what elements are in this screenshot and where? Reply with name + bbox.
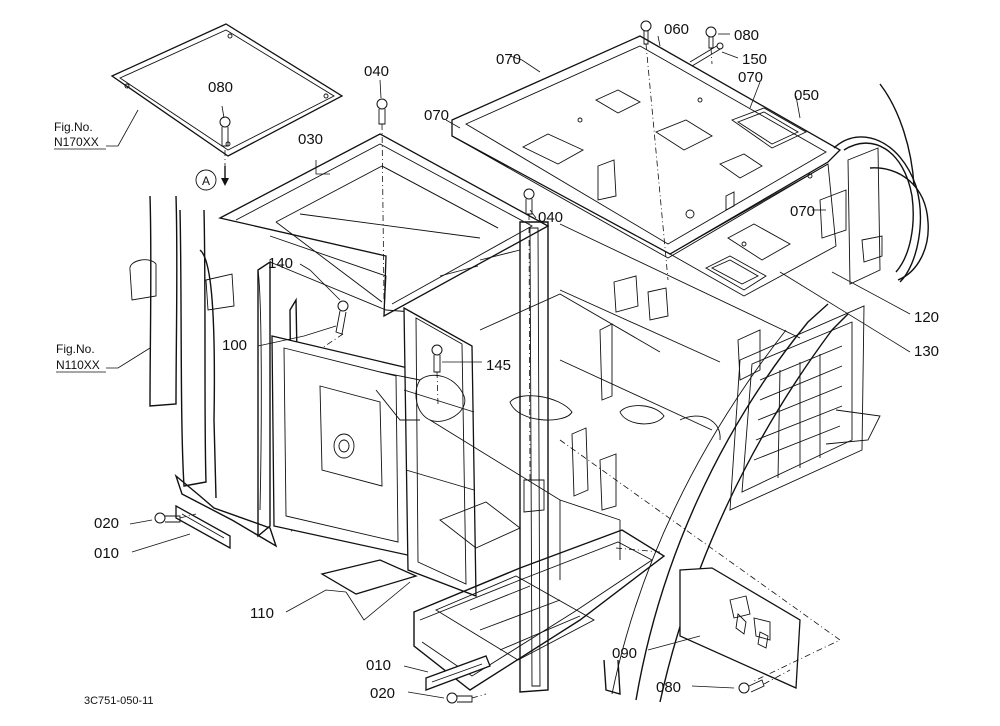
figure-ref-number: N110XX	[56, 358, 100, 372]
part-label-070: 070	[790, 203, 815, 220]
figure-reference-n170: Fig.No. N170XX	[54, 120, 106, 150]
part-label-120: 120	[914, 309, 939, 326]
cab-frame	[129, 83, 929, 703]
part-label-020: 020	[94, 515, 119, 532]
figure-ref-label: Fig.No.	[56, 342, 95, 356]
figure-ref-label: Fig.No.	[54, 120, 93, 134]
part-label-030: 030	[298, 131, 323, 148]
part-label-080: 080	[208, 79, 233, 96]
view-marker: A	[195, 166, 229, 191]
roof-plate	[451, 35, 842, 259]
part-label-150: 150	[742, 51, 767, 68]
bolt-080-roof	[705, 26, 717, 49]
side-cover-panel	[679, 567, 801, 689]
part-label-100: 100	[222, 337, 247, 354]
leader-lines	[106, 33, 911, 699]
part-label-070: 070	[496, 51, 521, 68]
part-label-010: 010	[94, 545, 119, 562]
part-label-010: 010	[366, 657, 391, 674]
part-label-050: 050	[794, 87, 819, 104]
part-label-080: 080	[734, 27, 759, 44]
seat-support-plate	[218, 133, 550, 318]
pin-150	[689, 42, 724, 67]
bolt-140	[335, 300, 349, 335]
bolt-020-left	[154, 512, 181, 524]
part-label-060: 060	[664, 21, 689, 38]
part-label-020: 020	[370, 685, 395, 702]
part-label-070: 070	[738, 69, 763, 86]
front-step-bracket-left	[175, 504, 231, 550]
part-label-090: 090	[612, 645, 637, 662]
bolt-080-top	[219, 116, 231, 147]
part-callouts: 040 060 080 070 150 080 070 050 030 070 …	[94, 21, 939, 702]
part-label-110: 110	[250, 605, 274, 622]
view-marker-letter: A	[202, 174, 210, 188]
cover-panel-n170	[110, 23, 344, 157]
figure-reference-n110: Fig.No. N110XX	[56, 342, 106, 373]
part-label-070: 070	[424, 107, 449, 124]
figure-ref-number: N170XX	[54, 135, 99, 149]
part-label-130: 130	[914, 343, 939, 360]
floor-mat	[320, 559, 418, 595]
bolt-020-bottom	[446, 692, 473, 704]
part-label-080: 080	[656, 679, 681, 696]
part-label-140: 140	[268, 255, 293, 272]
part-label-145: 145	[486, 357, 511, 374]
bolt-080-bottom	[738, 679, 765, 694]
drawing-code: 3C751-050-11	[84, 695, 154, 707]
part-label-040: 040	[538, 209, 563, 226]
part-label-040: 040	[364, 63, 389, 80]
rear-panel	[669, 163, 837, 297]
bolt-040-top	[376, 98, 388, 125]
assembly-lines	[179, 43, 841, 699]
front-step-bracket-right	[425, 655, 491, 691]
bolt-040-pillar	[523, 188, 535, 215]
